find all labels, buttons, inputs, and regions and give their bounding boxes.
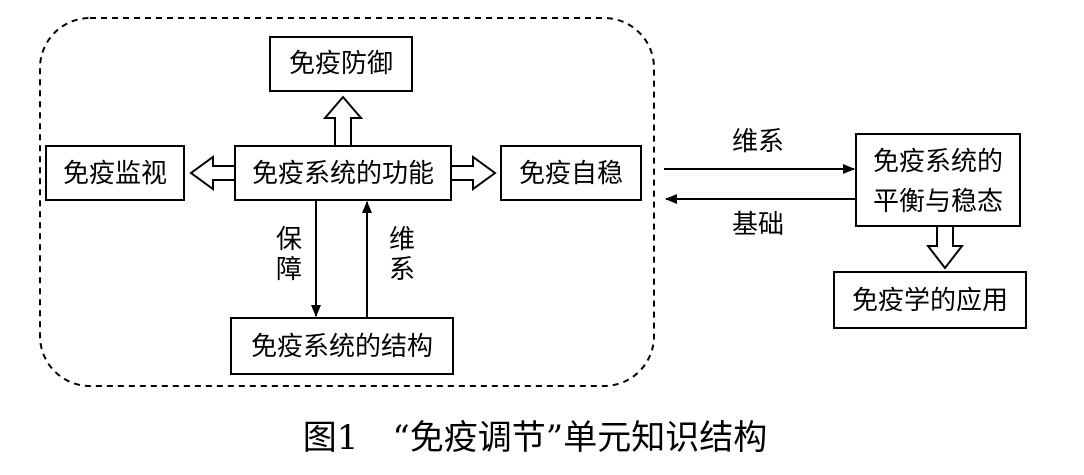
edge-label-basis-left: 基础: [732, 210, 784, 240]
function-group-boundary: [39, 17, 655, 387]
node-immune-balance-label-line1: 免疫系统的: [873, 147, 1003, 177]
node-immune-function: 免疫系统的功能: [234, 145, 452, 201]
node-immune-balance-label-line2: 平衡与稳态: [873, 187, 1003, 217]
node-immune-function-label: 免疫系统的功能: [252, 159, 434, 189]
edge-label-guarantee-1: 保: [276, 225, 302, 255]
node-immune-surveillance-label: 免疫监视: [63, 159, 167, 189]
edge-label-maintain-right: 维系: [732, 127, 784, 157]
hollow-arrow-to-homeostasis: [450, 155, 497, 191]
node-immunology-application-label: 免疫学的应用: [852, 286, 1008, 316]
node-immune-defense-label: 免疫防御: [289, 49, 393, 79]
node-immune-balance: 免疫系统的 平衡与稳态: [855, 133, 1021, 227]
hollow-arrow-to-surveillance: [189, 155, 236, 191]
node-immune-structure-label: 免疫系统的结构: [251, 332, 433, 362]
node-immune-defense: 免疫防御: [269, 36, 413, 92]
edge-label-guarantee-2: 障: [276, 255, 302, 285]
node-immune-homeostasis-label: 免疫自稳: [519, 159, 623, 189]
node-immunology-application: 免疫学的应用: [833, 271, 1027, 329]
node-immune-structure: 免疫系统的结构: [230, 317, 454, 375]
edge-label-maintain-2: 系: [389, 255, 415, 285]
figure-caption: 图1 “免疫调节”单元知识结构: [303, 418, 767, 458]
node-immune-surveillance: 免疫监视: [45, 145, 185, 201]
node-immune-homeostasis: 免疫自稳: [500, 145, 642, 201]
hollow-arrow-to-application: [925, 225, 965, 270]
hollow-arrow-to-defense: [322, 95, 364, 147]
edge-label-maintain-1: 维: [389, 225, 415, 255]
